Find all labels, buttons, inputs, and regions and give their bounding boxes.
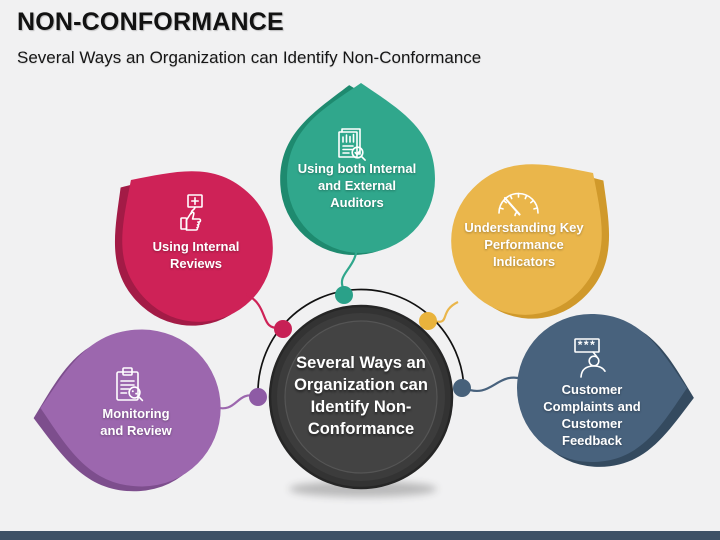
petal-label-monitoring: Monitoring and Review xyxy=(100,406,172,438)
center-node-label: Several Ways an Organization can Identif… xyxy=(294,354,428,438)
petal-label-auditors: Using both Internal and External Auditor… xyxy=(297,161,417,210)
svg-text:***: *** xyxy=(578,338,597,352)
page-title: NON-CONFORMANCE xyxy=(17,8,284,36)
audit-report-magnifier-icon xyxy=(338,128,366,161)
dot-kpi xyxy=(419,312,437,330)
dot-reviews xyxy=(274,320,292,338)
petal-label-feedback: Customer Complaints and Customer Feedbac… xyxy=(543,382,641,448)
customer-feedback-icon: *** xyxy=(574,338,606,378)
connector-auditors xyxy=(341,242,359,291)
petal-label-reviews: Using Internal Reviews xyxy=(152,239,240,271)
clipboard-magnifier-icon xyxy=(116,367,144,402)
petal-label-kpi: Understanding Key Performance Indicators xyxy=(464,220,584,269)
dot-feedback xyxy=(453,379,471,397)
thumbs-up-plus-icon xyxy=(180,194,203,231)
gauge-icon xyxy=(498,192,539,217)
dot-auditors xyxy=(335,286,353,304)
connector-feedback xyxy=(463,376,524,393)
page-subtitle: Several Ways an Organization can Identif… xyxy=(17,48,482,67)
footer-accent-bar xyxy=(0,531,720,540)
hub-arc xyxy=(257,288,465,397)
dot-monitoring xyxy=(249,388,267,406)
center-circle-inner xyxy=(284,320,438,474)
